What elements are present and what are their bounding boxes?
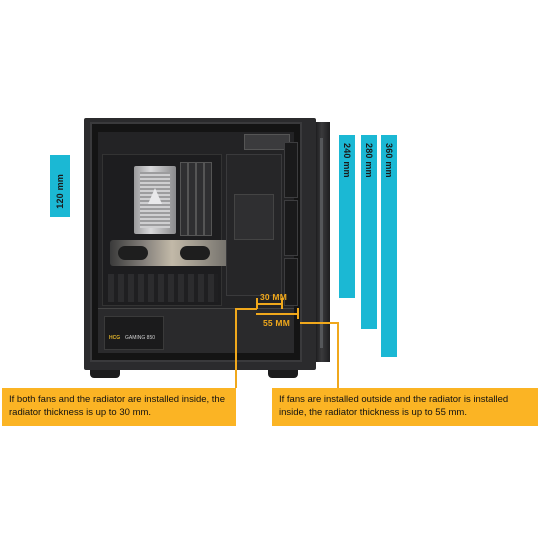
power-supply: HCG GAMING 850 xyxy=(104,316,164,350)
callout-inside-fans-text: If both fans and the radiator are instal… xyxy=(9,394,225,418)
callout-outside-fans: If fans are installed outside and the ra… xyxy=(272,388,538,426)
dimension-tick xyxy=(256,298,258,309)
dimension-line-30mm xyxy=(256,303,282,305)
psu-brand: HCG xyxy=(109,335,121,341)
front-fan-slot xyxy=(284,258,298,306)
dimension-label-30mm: 30 MM xyxy=(260,292,287,302)
dimension-line-55mm xyxy=(256,313,298,315)
leader-line-left xyxy=(235,308,237,388)
radiator-size-label-240: 240 mm xyxy=(342,143,352,178)
callout-inside-fans: If both fans and the radiator are instal… xyxy=(2,388,236,426)
radiator-size-label-360: 360 mm xyxy=(384,143,394,178)
leader-line-right xyxy=(337,322,339,388)
radiator-size-bar-120: 120 mm xyxy=(50,155,70,217)
front-fan-slot xyxy=(284,142,298,198)
radiator-size-label-280: 280 mm xyxy=(364,143,374,178)
dimension-tick xyxy=(297,308,299,319)
radiator-size-label-120: 120 mm xyxy=(55,174,65,209)
psu-model: GAMING 850 xyxy=(125,335,156,341)
callout-outside-fans-text: If fans are installed outside and the ra… xyxy=(279,394,509,418)
drive-bracket xyxy=(234,194,274,240)
leader-line-right-horizontal xyxy=(300,322,338,324)
gpu-fan xyxy=(118,246,148,260)
pc-case: HCG GAMING 850 xyxy=(84,118,334,380)
leader-line-left-horizontal xyxy=(235,308,257,310)
ram-stick xyxy=(204,162,212,236)
motherboard-lower-slots xyxy=(108,274,218,302)
radiator-size-bar-360: 360 mm xyxy=(381,135,397,357)
ram-stick xyxy=(196,162,204,236)
dimension-tick xyxy=(281,298,283,309)
ram-stick xyxy=(188,162,196,236)
dimension-label-55mm: 55 MM xyxy=(263,318,290,328)
ram-stick xyxy=(180,162,188,236)
radiator-size-bar-240: 240 mm xyxy=(339,135,355,298)
gpu-fan xyxy=(180,246,210,260)
front-panel xyxy=(316,122,330,362)
case-foot xyxy=(90,370,120,378)
front-panel-stripe xyxy=(320,138,323,348)
radiator-size-bar-280: 280 mm xyxy=(361,135,377,329)
front-fan-slot xyxy=(284,200,298,256)
case-foot xyxy=(268,370,298,378)
